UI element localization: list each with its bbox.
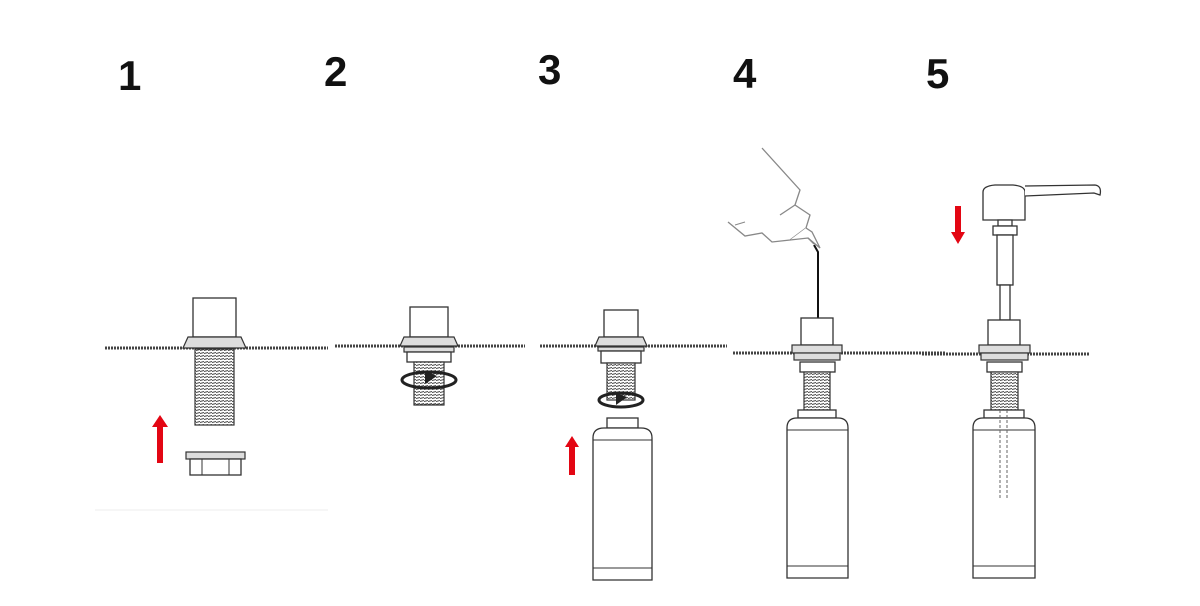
flange [978,344,1031,354]
step-5: 5 [922,50,1102,579]
step-4: 4 [727,50,945,579]
flange [182,336,247,349]
dispenser-housing [987,319,1021,346]
step-1: 1 [95,52,328,511]
rotate-arrow-icon [400,370,458,390]
rotate-arrow-icon [597,391,645,409]
flange [791,344,843,354]
step-number: 5 [926,50,949,97]
soap-bottle [972,409,1036,579]
threaded-shank [413,361,445,406]
dispenser-housing [192,297,237,338]
flange [399,336,459,347]
threaded-shank [990,371,1019,411]
step-3: 3 [538,46,727,581]
pump-head [982,184,1102,321]
hand-squeezing-soap-icon [727,147,821,318]
up-arrow-icon [152,415,168,463]
flange [594,336,648,347]
step-number: 3 [538,46,561,93]
dispenser-housing [409,306,449,338]
dispenser-housing [603,309,639,338]
nut [403,346,455,353]
nut [600,350,642,364]
soap-bottle [786,409,849,579]
threaded-shank [194,348,235,426]
step-number: 2 [324,48,347,95]
nut [986,361,1023,373]
up-arrow-icon [565,436,579,475]
threaded-shank [803,371,831,411]
nut [185,451,246,476]
step-number: 1 [118,52,141,99]
dispenser-housing [800,317,834,346]
step-number: 4 [733,50,757,97]
nut [799,361,836,373]
soap-bottle [592,417,653,581]
step-2: 2 [324,48,525,406]
down-arrow-icon [951,206,965,244]
